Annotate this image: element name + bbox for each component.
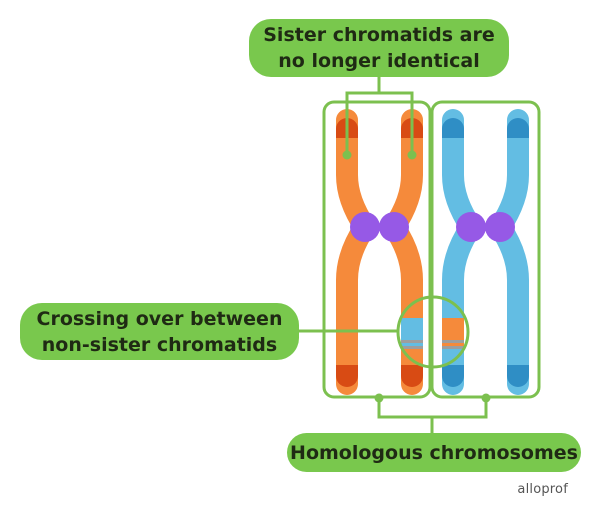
sister-connector-dot-left [342, 150, 352, 160]
orange-centromere-left [350, 212, 380, 242]
crossover-band-4 [442, 346, 464, 349]
homologous-connector [377, 397, 488, 433]
sister-chromatids-label: Sister chromatids are no longer identica… [249, 19, 509, 77]
sister-connector-dot-right [407, 150, 417, 160]
crossover-band-3 [442, 340, 464, 343]
crossing-label-line1: Crossing over between [36, 307, 283, 330]
blue-tip-bottom-right [507, 365, 529, 387]
crossover-segment-orange [442, 318, 464, 347]
orange-tip-bottom-right [401, 365, 423, 387]
homologous-connector-dot-left [374, 393, 384, 403]
brand-logo: alloprof [517, 482, 568, 497]
homologous-chromosomes-label: Homologous chromosomes [287, 433, 581, 472]
blue-centromere-right [485, 212, 515, 242]
sister-connector [345, 77, 414, 155]
orange-chromosome [336, 109, 423, 395]
blue-chromosome [442, 109, 529, 395]
sister-label-line2: no longer identical [278, 50, 480, 72]
blue-chromatid-right [486, 109, 529, 395]
crossing-label-line2: non-sister chromatids [41, 333, 278, 356]
crossing-over-label: Crossing over between non-sister chromat… [20, 303, 299, 360]
blue-tip-top-right [507, 118, 529, 138]
orange-tip-bottom-left [336, 365, 358, 387]
blue-centromere-left [456, 212, 486, 242]
sister-label-line1: Sister chromatids are [263, 24, 495, 46]
orange-centromere-right [379, 212, 409, 242]
blue-tip-top-left [442, 118, 464, 138]
homologous-connector-dot-right [481, 393, 491, 403]
homologous-label-text: Homologous chromosomes [290, 441, 578, 464]
crossover-segment-blue [401, 318, 423, 347]
blue-tip-bottom-left [442, 365, 464, 387]
orange-chromatid-left [336, 109, 379, 395]
crossover-band-2 [401, 346, 423, 349]
crossover-band-1 [401, 340, 423, 343]
